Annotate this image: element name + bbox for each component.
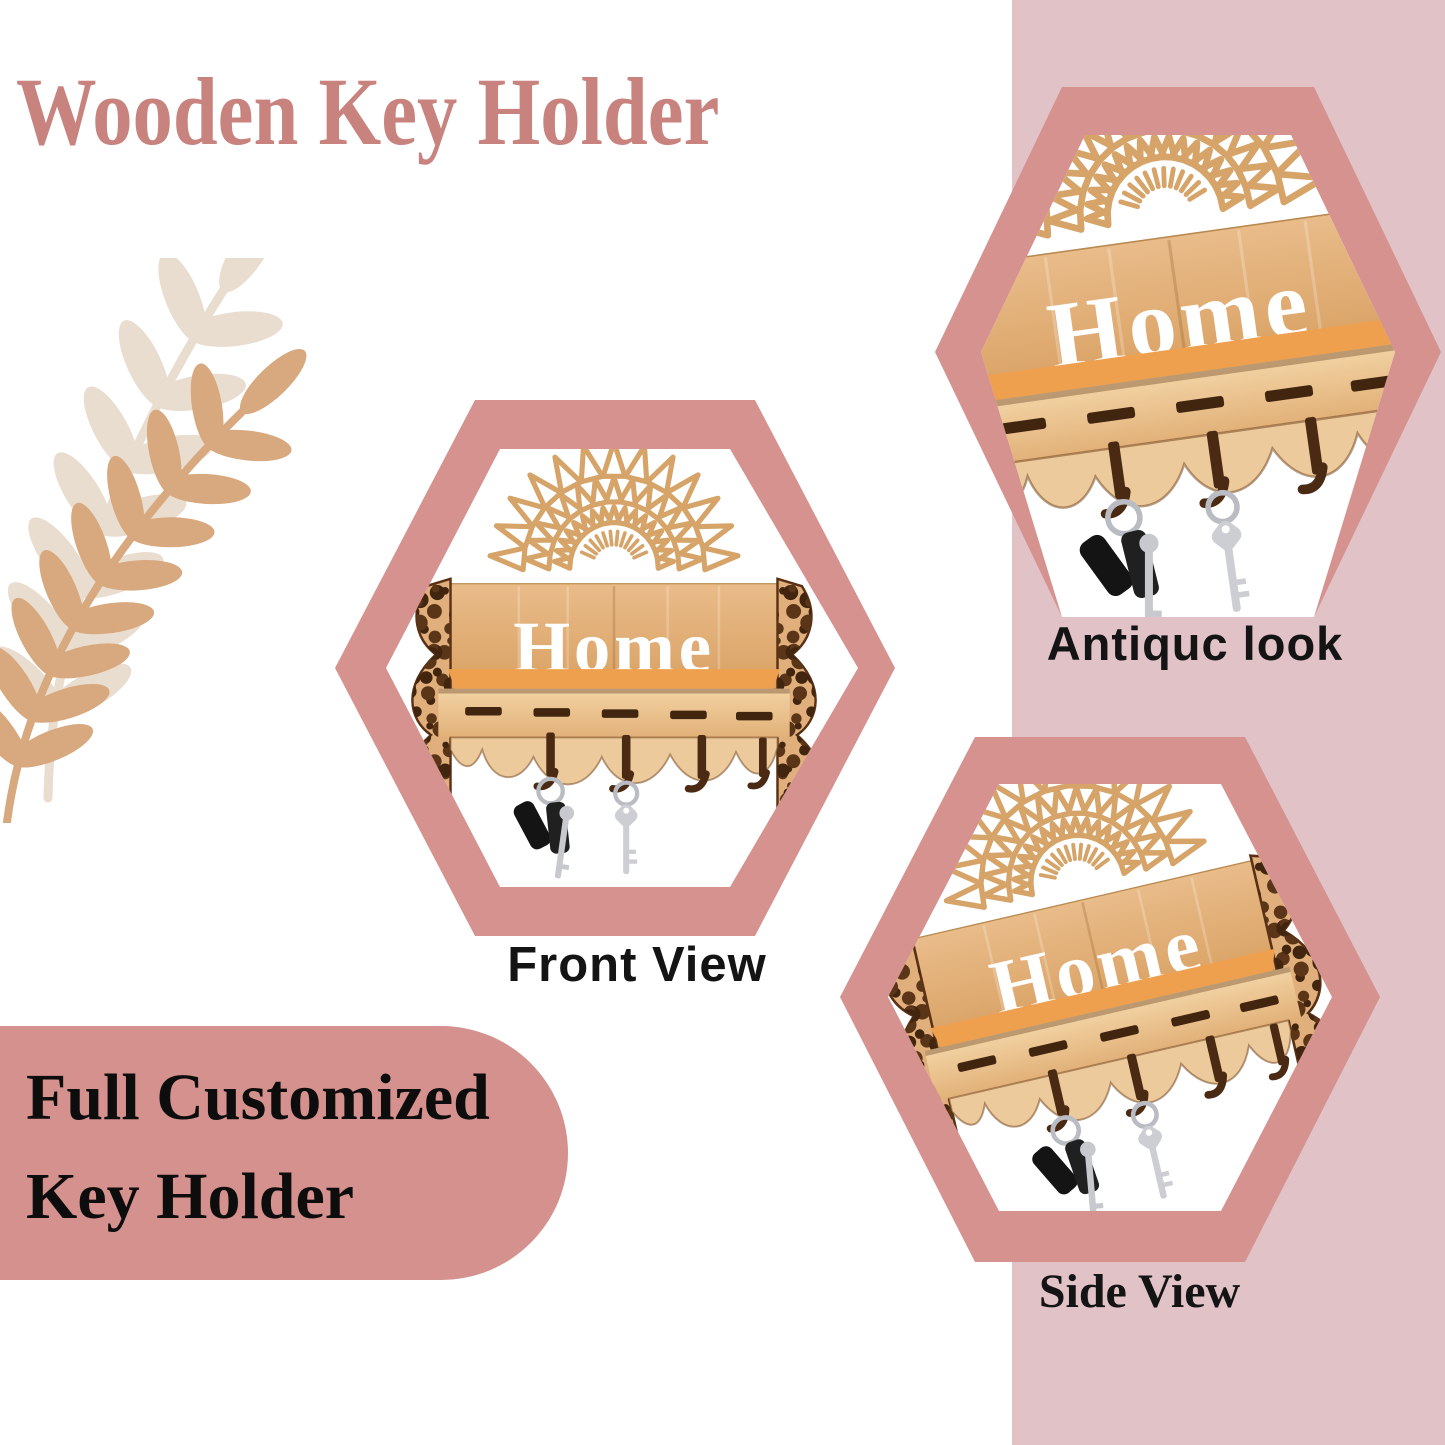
label-front-view: Front View — [507, 938, 767, 992]
page-title: Wooden Key Holder — [16, 58, 720, 165]
hexagon-frame-antique — [935, 87, 1441, 617]
banner-card: Full Customized Key Holder — [0, 1026, 568, 1280]
label-side-view: Side View — [1038, 1265, 1241, 1318]
hexagon-frame-side — [840, 737, 1380, 1262]
hexagon-frame-front — [335, 400, 895, 936]
banner-line1: Full Customized — [26, 1061, 490, 1134]
leaf-decoration — [0, 258, 307, 823]
leaf-branch-front — [0, 348, 307, 823]
label-antique-look: Antiquc look — [1046, 617, 1344, 670]
banner-line2: Key Holder — [26, 1160, 355, 1233]
